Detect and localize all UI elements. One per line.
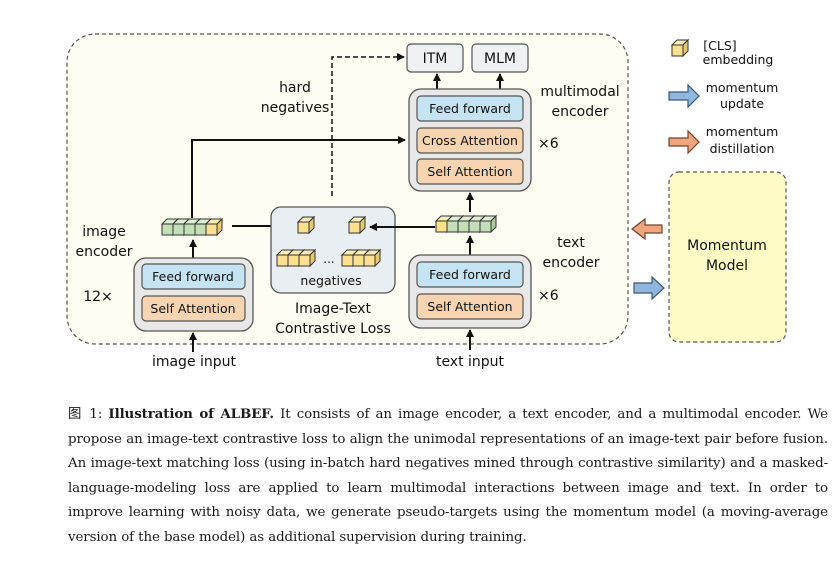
image-encoder-label-1: image bbox=[82, 224, 126, 240]
txt-feed-forward-layer bbox=[416, 261, 524, 288]
mlm-label: MLM bbox=[484, 51, 516, 67]
itc-label-1: Image-Text bbox=[295, 301, 371, 317]
image-encoder-label-2: encoder bbox=[75, 244, 132, 260]
image-input-label: image input bbox=[152, 354, 237, 370]
text-encoder-label-1: text bbox=[557, 235, 585, 251]
hard-negatives-label-2: negatives bbox=[261, 100, 330, 116]
momentum-distillation-legend-icon bbox=[668, 129, 700, 155]
legend-distill-label-1: momentum bbox=[706, 124, 779, 139]
itm-head bbox=[406, 43, 464, 73]
mm-cross-attention-layer bbox=[416, 127, 524, 154]
albef-diagram: [CLS] embedding momentum update momentum… bbox=[66, 33, 787, 370]
cls-embedding-icon bbox=[671, 39, 689, 57]
mlm-head bbox=[471, 43, 529, 73]
legend: [CLS] embedding momentum update momentum… bbox=[668, 38, 779, 156]
image-encoder-repeat: 12× bbox=[83, 289, 113, 305]
momentum-update-legend-icon bbox=[668, 83, 700, 109]
img-feed-forward-layer bbox=[141, 263, 246, 290]
multimodal-encoder-label-2: encoder bbox=[551, 104, 608, 120]
itc-text-cls-cube bbox=[348, 216, 366, 234]
txt-self-attention-layer bbox=[416, 293, 524, 320]
momentum-model-label-1: Momentum bbox=[687, 238, 767, 254]
itc-label-2: Contrastive Loss bbox=[275, 321, 391, 337]
image-cls-token bbox=[205, 218, 223, 236]
itm-label: ITM bbox=[423, 51, 448, 67]
caption-prefix: 图 1: bbox=[68, 407, 103, 422]
mm-self-attention-label: Self Attention bbox=[427, 164, 512, 179]
txt-feed-forward-label: Feed forward bbox=[429, 267, 511, 282]
hard-negatives-arrow bbox=[331, 53, 405, 196]
legend-distill-label-2: distillation bbox=[710, 141, 775, 156]
negatives-left-group bbox=[276, 249, 316, 267]
txt-self-attention-label: Self Attention bbox=[427, 299, 512, 314]
momentum-distillation-arrow bbox=[631, 217, 663, 241]
text-input-label: text input bbox=[436, 354, 505, 370]
negatives-ellipsis: ... bbox=[323, 252, 334, 266]
legend-cls-label-1: [CLS] bbox=[703, 38, 736, 53]
img-self-attention-label: Self Attention bbox=[150, 301, 235, 316]
mm-self-attention-layer bbox=[416, 158, 524, 185]
mm-feed-forward-layer bbox=[416, 95, 524, 122]
multimodal-encoder-label-1: multimodal bbox=[540, 84, 619, 100]
image-token-sequence bbox=[161, 218, 223, 236]
img-feed-forward-label: Feed forward bbox=[152, 269, 234, 284]
mm-feed-forward-label: Feed forward bbox=[429, 101, 511, 116]
image-to-cross-attention-arrow bbox=[191, 136, 406, 218]
legend-update-label-2: update bbox=[720, 96, 764, 111]
multimodal-encoder-repeat: ×6 bbox=[538, 136, 559, 152]
itc-image-cls-cube bbox=[297, 216, 315, 234]
caption-title: Illustration of ALBEF. bbox=[108, 406, 274, 422]
momentum-update-arrow bbox=[633, 275, 665, 301]
negatives-label: negatives bbox=[300, 273, 361, 288]
text-token-sequence bbox=[435, 215, 497, 233]
text-encoder-label-2: encoder bbox=[542, 255, 599, 271]
momentum-model-box bbox=[668, 171, 787, 343]
text-token bbox=[479, 215, 497, 233]
img-self-attention-layer bbox=[141, 295, 246, 322]
figure-caption: 图 1: Illustration of ALBEF. It consists … bbox=[68, 402, 828, 551]
hard-negatives-label-1: hard bbox=[279, 80, 311, 96]
mm-cross-attention-label: Cross Attention bbox=[422, 133, 518, 148]
text-encoder-repeat: ×6 bbox=[538, 288, 559, 304]
caption-body: It consists of an image encoder, a text … bbox=[68, 407, 828, 545]
momentum-model-label-2: Model bbox=[706, 258, 748, 274]
legend-cls-label-2: embedding bbox=[703, 52, 774, 67]
legend-update-label-1: momentum bbox=[706, 80, 779, 95]
negatives-right-group bbox=[341, 249, 381, 267]
